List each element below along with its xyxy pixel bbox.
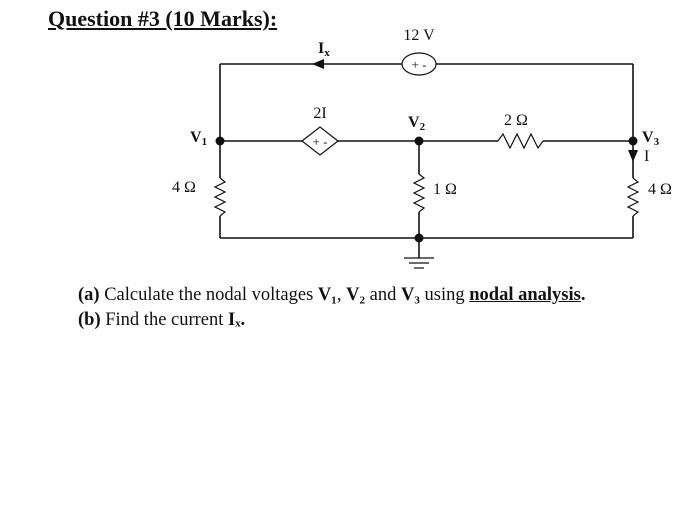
right-resistor-label: 4 Ω [648, 181, 672, 198]
right-resistor-icon [626, 177, 640, 217]
question-a-v3: V₃ [400, 285, 420, 305]
current-i-arrow-icon [628, 150, 638, 162]
question-a-end: . [580, 285, 586, 305]
question-b-tag: (b) [78, 310, 101, 330]
question-a-text2: using [419, 285, 470, 305]
question-a-method: nodal analysis [469, 285, 581, 305]
node-v3-label: V3 [642, 129, 660, 148]
question-heading: Question #3 (10 Marks): [48, 6, 278, 31]
question-b-text1: Find the current [100, 310, 229, 330]
voltage-source-polarity: + - [412, 57, 427, 72]
ix-label: Ix [318, 40, 330, 59]
current-i-label: I [644, 148, 649, 165]
left-resistor-icon [213, 177, 227, 217]
ix-arrow-icon [312, 59, 324, 69]
node-v2-label: V2 [408, 114, 426, 133]
middle-resistor-icon [412, 173, 426, 213]
ground-icon [404, 257, 434, 269]
left-resistor-label: 4 Ω [172, 179, 196, 196]
question-a-sep1: , [336, 285, 347, 305]
top-right-resistor-icon [497, 132, 544, 150]
node-v3-dot [628, 136, 638, 146]
question-a-v1: V₁ [317, 285, 337, 305]
question-a-sep2: and [365, 285, 401, 305]
question-a-v2: V₂ [346, 285, 366, 305]
middle-resistor-label: 1 Ω [433, 181, 457, 198]
question-a-text1: Calculate the nodal voltages [99, 285, 318, 305]
question-b: (b) Find the current Iₓ. [78, 310, 245, 331]
question-a: (a) Calculate the nodal voltages V₁, V₂ … [78, 285, 585, 306]
question-a-tag: (a) [78, 285, 100, 305]
dependent-source-polarity: + - [313, 134, 328, 149]
voltage-source-icon [401, 52, 437, 76]
voltage-source-value: 12 V [403, 27, 435, 44]
top-right-resistor-label: 2 Ω [504, 112, 528, 129]
question-b-ix: Iₓ [228, 310, 241, 330]
node-v1-label: V1 [190, 129, 207, 148]
node-v1-dot [215, 136, 225, 146]
question-b-end: . [240, 310, 246, 330]
dependent-source-value: 2I [313, 105, 326, 122]
